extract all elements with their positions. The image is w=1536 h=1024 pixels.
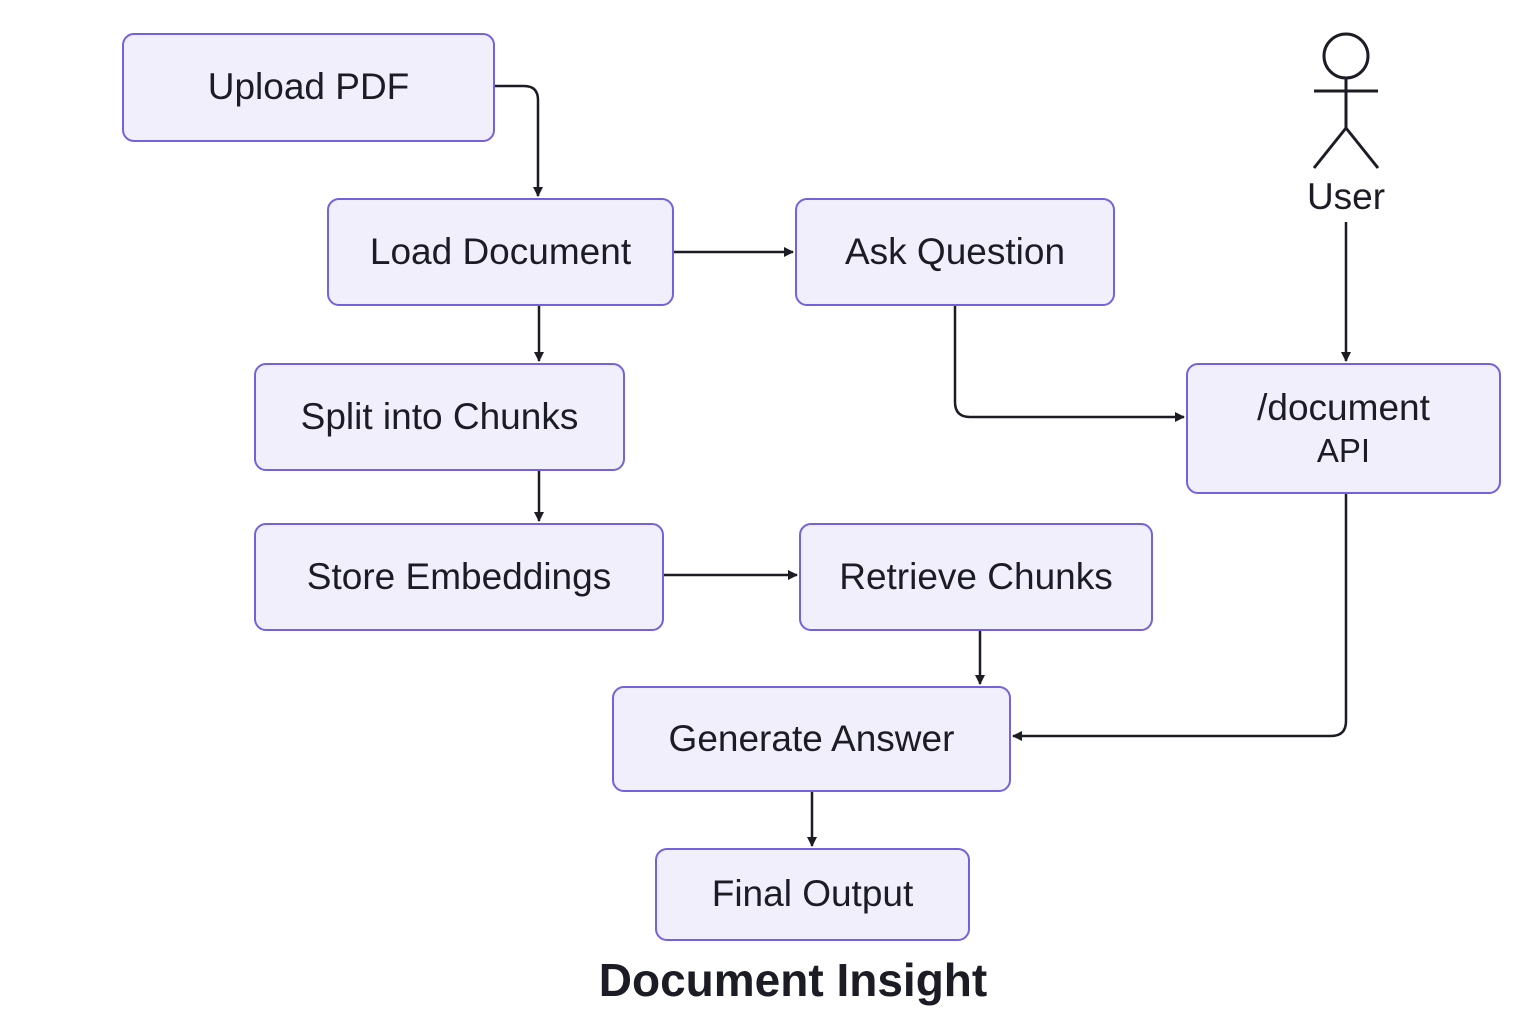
node-label-line1: /document — [1257, 386, 1430, 428]
edge-api-to-generate — [1012, 494, 1348, 741]
node-document-api: /document API — [1186, 363, 1501, 494]
node-final-output: Final Output — [655, 848, 970, 941]
node-label: Final Output — [711, 873, 914, 915]
node-label: Load Document — [369, 230, 632, 272]
node-generate-answer: Generate Answer — [612, 686, 1011, 792]
edge-ask-to-api — [953, 306, 1185, 422]
edge-upload-to-load — [495, 84, 543, 197]
node-store-embeddings: Store Embeddings — [254, 523, 664, 631]
node-label: Retrieve Chunks — [839, 555, 1113, 597]
node-label: Generate Answer — [668, 717, 955, 759]
user-actor-icon — [1312, 32, 1380, 169]
node-ask-question: Ask Question — [795, 198, 1115, 306]
node-upload-pdf: Upload PDF — [122, 33, 495, 142]
node-label-line2: API — [1316, 432, 1371, 470]
diagram-caption: Document Insight — [598, 954, 988, 1006]
node-label: Ask Question — [844, 230, 1066, 272]
node-load-document: Load Document — [327, 198, 674, 306]
node-label: Split into Chunks — [300, 395, 579, 437]
user-actor-label: User — [1306, 176, 1386, 217]
node-label: Upload PDF — [207, 66, 410, 108]
node-split-into-chunks: Split into Chunks — [254, 363, 625, 471]
node-label: Store Embeddings — [306, 555, 612, 597]
node-retrieve-chunks: Retrieve Chunks — [799, 523, 1153, 631]
